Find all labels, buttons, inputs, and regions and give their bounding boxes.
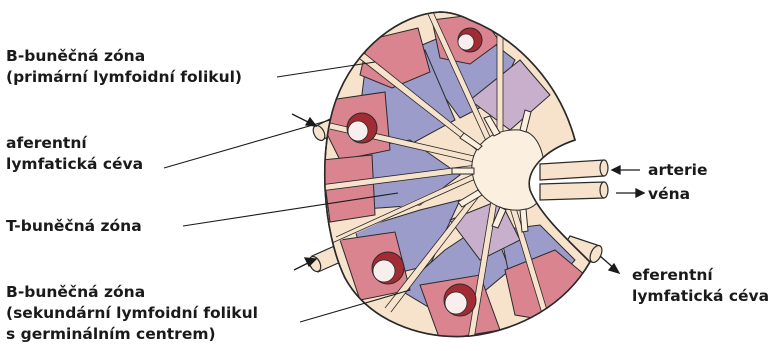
label-efferent-line2: lymfatická céva: [632, 286, 769, 307]
label-artery-text: arterie: [648, 160, 708, 181]
label-vein-text: véna: [648, 184, 690, 205]
label-efferent-vessel: eferentní lymfatická céva: [632, 265, 769, 307]
label-artery: arterie: [648, 160, 708, 181]
label-afferent-vessel: aferentní lymfatická céva: [6, 133, 143, 175]
label-efferent-line1: eferentní: [632, 265, 769, 286]
germinal-center-top: [458, 28, 482, 52]
leader-afferent: [164, 120, 330, 168]
arrow-efferent: [600, 256, 619, 273]
label-b-zone-primary: B-buněčná zóna (primární lymfoidní folik…: [6, 46, 242, 88]
arrow-artery: [612, 166, 640, 174]
artery-vessel: [540, 160, 608, 180]
label-b-zone-primary-line2: (primární lymfoidní folikul): [6, 67, 242, 88]
arrow-afferent-upper: [292, 114, 316, 126]
germinal-center-lower-left: [372, 252, 404, 284]
label-b-zone-secondary-line1: B-buněčná zóna: [6, 282, 258, 303]
label-b-zone-secondary-line3: s germinálním centrem): [6, 324, 258, 345]
label-afferent-line2: lymfatická céva: [6, 154, 143, 175]
label-b-zone-primary-line1: B-buněčná zóna: [6, 46, 242, 67]
germinal-center-bottom: [444, 284, 476, 316]
germinal-center-left: [347, 113, 377, 143]
vein-vessel: [540, 182, 608, 200]
label-t-zone: T-buněčná zóna: [6, 216, 142, 237]
label-vein: véna: [648, 184, 690, 205]
label-t-zone-text: T-buněčná zóna: [6, 216, 142, 237]
label-b-zone-secondary-line2: (sekundární lymfoidní folikul: [6, 303, 258, 324]
label-afferent-line1: aferentní: [6, 133, 143, 154]
arrow-vein: [616, 189, 644, 197]
label-b-zone-secondary: B-buněčná zóna (sekundární lymfoidní fol…: [6, 282, 258, 345]
